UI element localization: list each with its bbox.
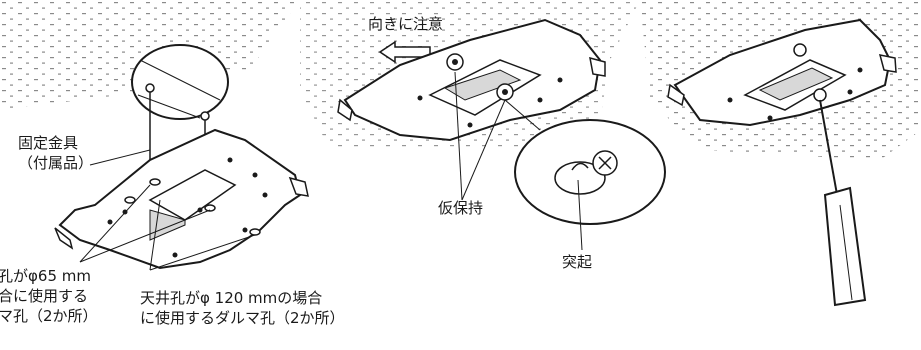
- bracket-plate-right: [667, 18, 897, 127]
- bracket-plate-middle: [337, 18, 606, 142]
- hole120-label-line1: 天井孔がφ 120 mmの場合: [140, 289, 323, 307]
- bracket-label: 固定金具 （付属品）: [18, 133, 93, 173]
- ceiling-hole-cover: [131, 44, 229, 121]
- direction-label: 向きに注意: [368, 15, 444, 33]
- hole120-label: 天井孔がφ 120 mmの場合 に使用するダルマ孔（2か所）: [140, 288, 345, 328]
- hole65-label-line2: 合に使用する: [0, 287, 89, 305]
- hole120-label-line2: に使用するダルマ孔（2か所）: [140, 309, 345, 327]
- screwdriver-icon: [819, 99, 867, 307]
- bracket-label-line2: （付属品）: [18, 154, 94, 172]
- temporary-hold-label: 仮保持: [438, 199, 484, 217]
- leader-lines-panel2: [454, 71, 583, 251]
- protrusion-label: 突起: [562, 253, 593, 271]
- hole65-label: 孔がφ65 mm 合に使用する マ孔（2か所）: [0, 266, 98, 326]
- leader-lines-panel1: [79, 149, 256, 271]
- magnified-detail-circle: [504, 99, 666, 225]
- bracket-plate-left: [54, 128, 309, 270]
- bracket-label-line1: 固定金具: [18, 134, 79, 152]
- hole65-label-line3: マ孔（2か所）: [0, 307, 98, 325]
- hole65-label-line1: 孔がφ65 mm: [0, 267, 91, 285]
- direction-arrow-icon: [378, 40, 431, 64]
